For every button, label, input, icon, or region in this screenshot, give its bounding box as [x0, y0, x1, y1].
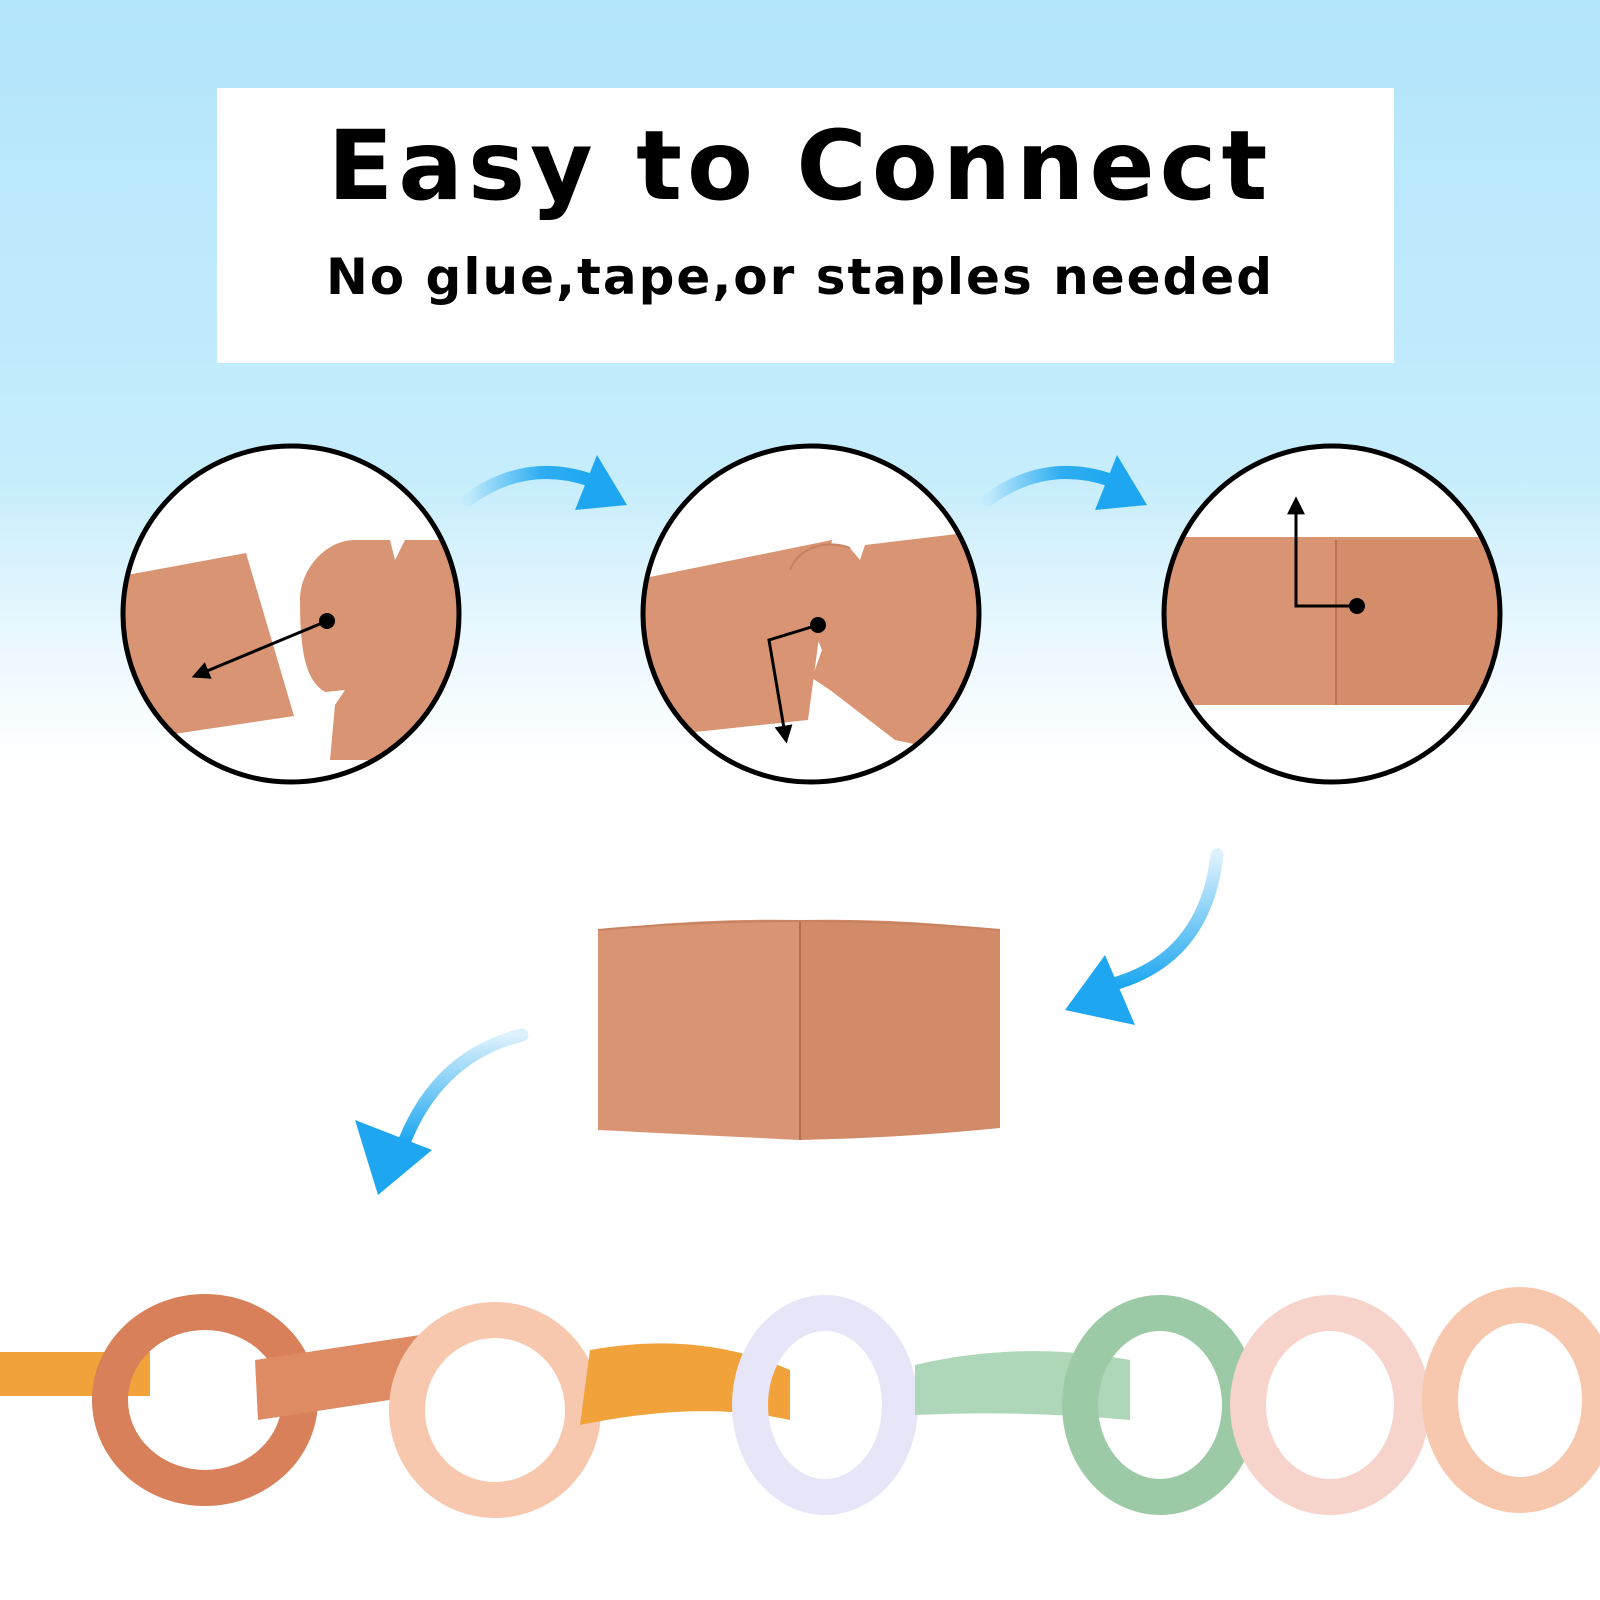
step-1-circle	[120, 443, 462, 785]
paper-ring	[597, 919, 1001, 1140]
page-subtitle: No glue,tape,or staples needed	[325, 248, 1275, 306]
curved-arrow-icon	[461, 455, 627, 510]
step-2-circle	[640, 443, 982, 785]
curved-arrow-icon	[1065, 848, 1224, 1025]
curved-arrow-icon	[981, 455, 1147, 510]
step-3-circle	[1161, 443, 1503, 785]
paper-chain	[0, 1287, 1600, 1518]
curved-arrow-icon	[355, 1028, 529, 1195]
title-banner	[217, 88, 1394, 363]
page-title: Easy to Connect	[327, 110, 1273, 222]
